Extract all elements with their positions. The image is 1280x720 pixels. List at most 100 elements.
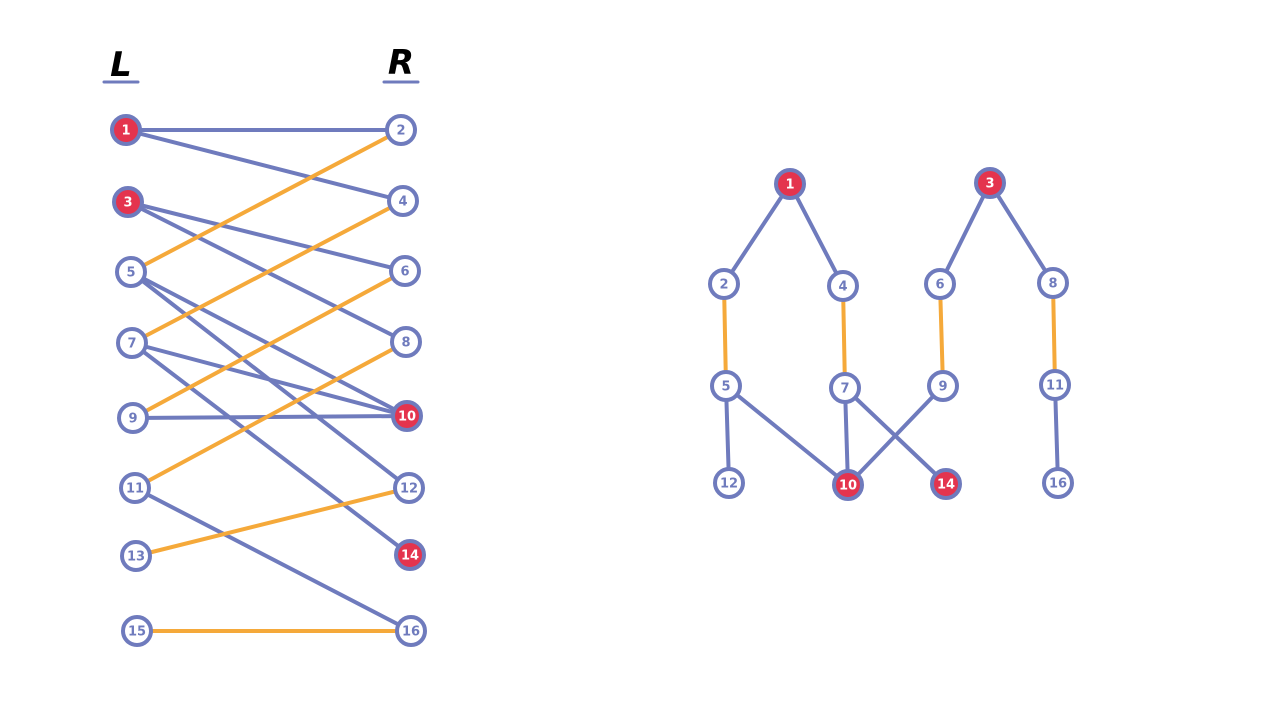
alternating-tree: 1 3 2 4 6 8 5 7 9 11 12 10 14 16: [708, 167, 1074, 501]
left-node-label: 13: [127, 550, 145, 565]
left-node-circle: [110, 114, 142, 146]
tree-node-circle: [827, 270, 859, 302]
tree-edge-5-12: [724, 384, 731, 485]
right-node-14[interactable]: 14: [394, 539, 426, 571]
right-node-circle: [389, 255, 421, 287]
tree-node-label: 12: [720, 477, 738, 492]
right-node-4[interactable]: 4: [387, 185, 419, 217]
tree-node-12[interactable]: 12: [713, 467, 745, 499]
tree-node-circle: [1037, 267, 1069, 299]
tree-node-circle: [1042, 467, 1074, 499]
tree-node-label: 5: [721, 380, 730, 395]
left-node-label: 11: [126, 482, 144, 497]
right-node-label: 16: [402, 625, 420, 640]
bipartite-edge-1-4: [124, 128, 405, 203]
tree-node-10[interactable]: 10: [832, 469, 864, 501]
tree-node-3[interactable]: 3: [974, 167, 1006, 199]
tree-edge-9-10: [846, 384, 945, 487]
right-set-label: R: [388, 43, 414, 83]
tree-node-label: 3: [985, 177, 994, 192]
left-node-label: 1: [121, 124, 130, 139]
tree-node-label: 16: [1049, 477, 1067, 492]
right-node-16[interactable]: 16: [395, 615, 427, 647]
bipartite-edge-3-6: [126, 200, 407, 273]
left-node-label: 15: [128, 625, 146, 640]
tree-node-circle: [927, 370, 959, 402]
tree-edge-8-11: [1051, 281, 1057, 387]
right-node-label: 2: [396, 124, 405, 139]
tree-node-label: 7: [840, 382, 849, 397]
tree-node-4[interactable]: 4: [827, 270, 859, 302]
tree-node-6[interactable]: 6: [924, 268, 956, 300]
right-node-10[interactable]: 10: [391, 400, 423, 432]
tree-node-label: 6: [935, 278, 944, 293]
left-node-11[interactable]: 11: [119, 472, 151, 504]
right-node-circle: [394, 539, 426, 571]
tree-node-8[interactable]: 8: [1037, 267, 1069, 299]
right-node-label: 4: [398, 195, 407, 210]
right-node-label: 12: [400, 482, 418, 497]
bipartite-edge-7-4: [130, 199, 405, 345]
right-node-6[interactable]: 6: [389, 255, 421, 287]
tree-node-circle: [930, 468, 962, 500]
right-node-label: 14: [401, 549, 419, 564]
right-node-12[interactable]: 12: [393, 472, 425, 504]
bipartite-edge-11-16: [133, 486, 413, 633]
tree-node-label: 11: [1046, 379, 1064, 394]
tree-node-label: 9: [938, 380, 947, 395]
bipartite-edge-7-14: [130, 341, 412, 557]
left-node-circle: [120, 540, 152, 572]
tree-edge-2-5: [722, 282, 728, 388]
right-node-label: 6: [400, 265, 409, 280]
left-node-15[interactable]: 15: [121, 615, 153, 647]
tree-node-11[interactable]: 11: [1039, 369, 1071, 401]
left-node-3[interactable]: 3: [112, 186, 144, 218]
right-node-circle: [387, 185, 419, 217]
right-node-2[interactable]: 2: [385, 114, 417, 146]
tree-edge-1-2: [722, 182, 792, 286]
left-node-circle: [121, 615, 153, 647]
left-node-circle: [112, 186, 144, 218]
tree-edge-5-10: [724, 384, 850, 487]
tree-node-label: 10: [839, 479, 857, 494]
tree-node-9[interactable]: 9: [927, 370, 959, 402]
left-node-13[interactable]: 13: [120, 540, 152, 572]
left-node-1[interactable]: 1: [110, 114, 142, 146]
tree-node-label: 1: [785, 178, 794, 193]
tree-node-14[interactable]: 14: [930, 468, 962, 500]
tree-node-1[interactable]: 1: [774, 168, 806, 200]
tree-edge-3-6: [938, 181, 992, 286]
right-node-circle: [391, 400, 423, 432]
bipartite-edge-7-10: [130, 341, 409, 418]
right-node-circle: [385, 114, 417, 146]
tree-edge-11-16: [1053, 383, 1060, 485]
tree-node-label: 8: [1048, 277, 1057, 292]
tree-node-circle: [708, 268, 740, 300]
left-node-7[interactable]: 7: [116, 327, 148, 359]
right-node-label: 10: [398, 410, 416, 425]
left-node-9[interactable]: 9: [117, 402, 149, 434]
left-node-circle: [119, 472, 151, 504]
bipartite-edge-9-6: [131, 269, 407, 420]
tree-node-2[interactable]: 2: [708, 268, 740, 300]
tree-edge-4-7: [841, 284, 847, 390]
tree-node-16[interactable]: 16: [1042, 467, 1074, 499]
tree-node-circle: [1039, 369, 1071, 401]
right-node-label: 8: [401, 336, 410, 351]
tree-node-5[interactable]: 5: [710, 370, 742, 402]
tree-node-circle: [974, 167, 1006, 199]
right-node-circle: [390, 326, 422, 358]
tree-node-circle: [829, 372, 861, 404]
left-node-label: 9: [128, 412, 137, 427]
tree-node-7[interactable]: 7: [829, 372, 861, 404]
left-node-circle: [115, 256, 147, 288]
left-set-label: L: [110, 45, 132, 85]
tree-edge-6-9: [938, 282, 945, 388]
bipartite-edges: [124, 128, 413, 633]
left-node-circle: [117, 402, 149, 434]
left-node-5[interactable]: 5: [115, 256, 147, 288]
right-node-8[interactable]: 8: [390, 326, 422, 358]
tree-node-label: 4: [838, 280, 847, 295]
